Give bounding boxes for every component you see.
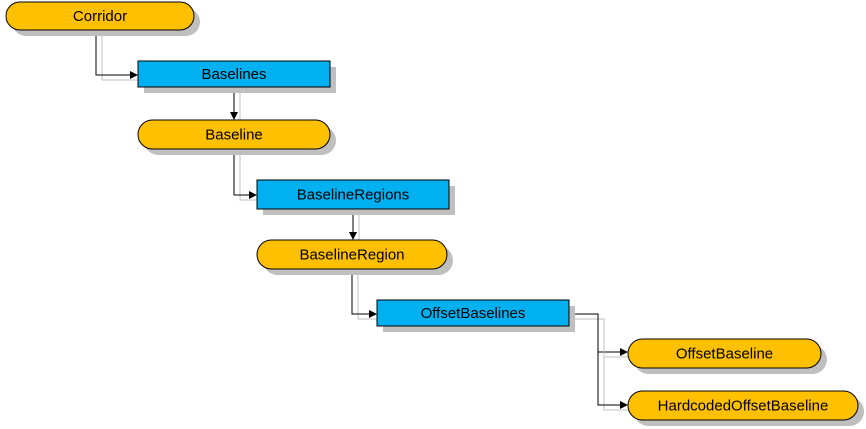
- node-label: OffsetBaseline: [676, 346, 773, 363]
- node-baselines[interactable]: Baselines: [137, 60, 336, 93]
- node-label: BaselineRegion: [299, 247, 404, 264]
- connector-offsetbaselines-to-offsetbaseline: [569, 313, 633, 358]
- node-offsetbaselines[interactable]: OffsetBaselines: [376, 299, 575, 332]
- collection-shape: [256, 179, 450, 210]
- connector-shadow: [101, 35, 143, 81]
- connector-baselineregion-to-offsetbaselines: [351, 269, 382, 320]
- connector-offsetbaselines-to-hardcodedoffsetbaseline: [569, 313, 633, 411]
- node-baseline[interactable]: Baseline: [137, 119, 336, 155]
- node-label: Baseline: [205, 127, 263, 144]
- connector-line: [351, 269, 377, 318]
- collection-shape: [376, 299, 570, 327]
- node-label: HardcodedOffsetBaseline: [658, 398, 829, 415]
- connector-shadow: [357, 274, 382, 320]
- node-hardcodedoffsetbaseline[interactable]: HardcodedOffsetBaseline: [627, 390, 864, 426]
- node-offsetbaseline[interactable]: OffsetBaseline: [627, 338, 827, 374]
- connectors: [95, 30, 633, 411]
- object-shape: [5, 1, 195, 31]
- object-shape: [627, 390, 859, 421]
- object-shape: [256, 239, 448, 270]
- collection-shape: [137, 60, 331, 88]
- connector-line: [569, 313, 628, 409]
- connector-corridor-to-baselines: [95, 30, 143, 81]
- connector-shadow: [239, 154, 262, 201]
- node-baselineregion[interactable]: BaselineRegion: [256, 239, 453, 275]
- node-label: Baselines: [201, 66, 266, 83]
- connector-shadow: [575, 318, 633, 411]
- connector-baseline-to-baselineregions: [233, 149, 262, 201]
- node-label: OffsetBaselines: [421, 305, 526, 322]
- node-label: BaselineRegions: [297, 187, 410, 204]
- node-corridor[interactable]: Corridor: [5, 1, 200, 36]
- nodes: CorridorBaselinesBaselineBaselineRegions…: [5, 1, 864, 426]
- connector-line: [95, 30, 138, 79]
- connector-line: [233, 149, 257, 199]
- object-shape: [137, 119, 331, 150]
- object-shape: [627, 338, 822, 369]
- node-baselineregions[interactable]: BaselineRegions: [256, 179, 455, 215]
- node-label: Corridor: [73, 8, 127, 25]
